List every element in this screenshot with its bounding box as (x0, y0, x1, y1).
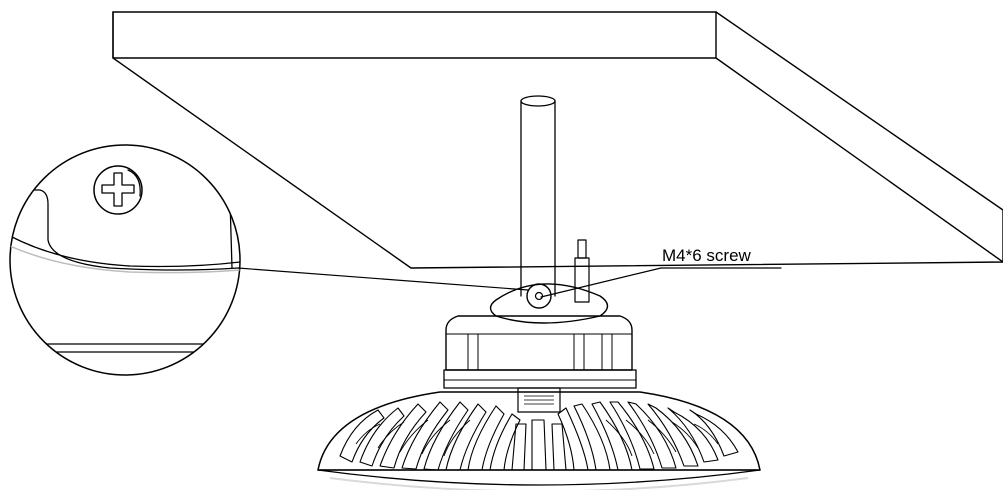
ceiling-slab (112, 11, 1003, 269)
high-bay-fixture (317, 283, 761, 490)
screw-callout: M4*6 screw (540, 246, 782, 298)
power-cable (574, 239, 590, 303)
mounting-pole (520, 95, 556, 297)
detail-magnifier (9, 144, 241, 376)
magnifier-leader-line (237, 267, 529, 291)
screw-callout-label: M4*6 screw (662, 246, 752, 265)
phillips-screw-head-icon (93, 165, 143, 215)
